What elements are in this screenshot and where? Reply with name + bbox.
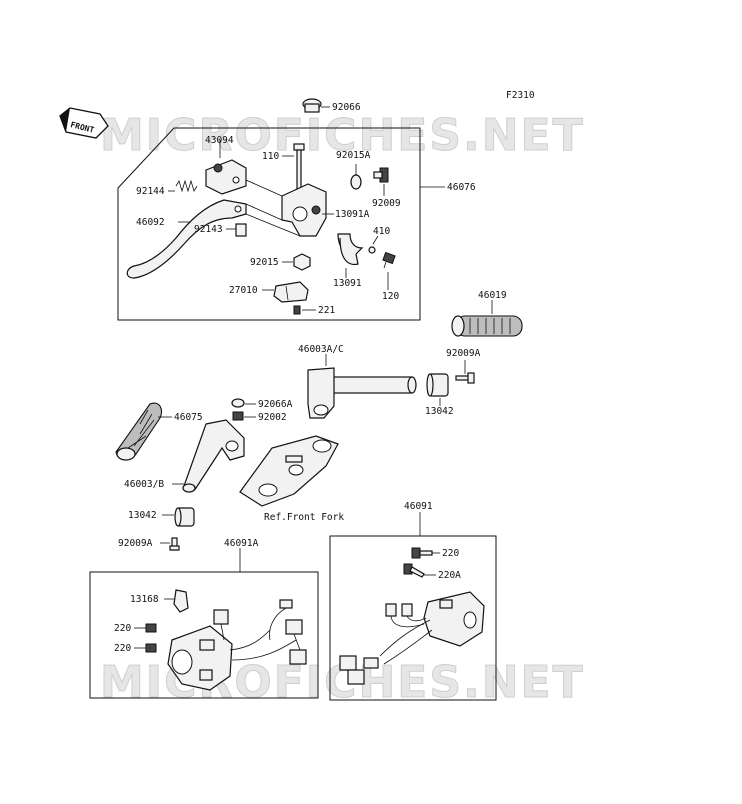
- label-27010: 27010: [229, 285, 258, 296]
- clutch-lever-46092: [126, 199, 247, 279]
- bolt-92002: [232, 411, 244, 421]
- label-92144: 92144: [136, 186, 165, 197]
- label-120: 120: [382, 291, 399, 302]
- front-arrow-icon: FRONT: [59, 107, 109, 139]
- label-92066: 92066: [332, 102, 361, 113]
- label-92002: 92002: [258, 412, 287, 423]
- label-92066A: 92066A: [258, 399, 293, 410]
- clamp-13091: [337, 233, 364, 266]
- screw-92009: [373, 167, 389, 183]
- switch-27010: [273, 281, 309, 303]
- label-220-left-1: 220: [114, 623, 131, 634]
- steering-stem-front-fork: [239, 435, 339, 507]
- label-46003AC: 46003A/C: [298, 344, 344, 355]
- clutch-lever-assembly-box: [117, 127, 421, 321]
- label-13042-left: 13042: [128, 510, 157, 521]
- label-46091A: 46091A: [224, 538, 259, 549]
- label-410: 410: [373, 226, 390, 237]
- screw-221: [293, 305, 301, 315]
- label-110: 110: [262, 151, 279, 162]
- label-220A: 220A: [438, 570, 461, 581]
- screw-220-left-1: [145, 623, 157, 633]
- right-grip-46019: [451, 315, 523, 337]
- label-46003B: 46003/B: [124, 479, 164, 490]
- label-46092: 46092: [136, 217, 165, 228]
- washer-410: [368, 246, 376, 254]
- spring-92144: [175, 179, 198, 193]
- screw-220-left-2: [145, 643, 157, 653]
- lever-holder-13091A: [281, 183, 327, 237]
- label-92009A-left: 92009A: [118, 538, 153, 549]
- figure-code: F2310: [506, 90, 535, 101]
- bolt-92009A-right: [455, 372, 475, 384]
- label-13168: 13168: [130, 594, 159, 605]
- label-43094: 43094: [205, 135, 234, 146]
- label-220-left-2: 220: [114, 643, 131, 654]
- collar-92143: [235, 223, 247, 237]
- lever-bracket-43094: [205, 159, 247, 195]
- washer-92015A: [350, 174, 362, 190]
- bolt-92009A-left: [169, 537, 180, 551]
- screw-120: [382, 251, 396, 269]
- screw-220-right: [411, 547, 433, 559]
- label-46091: 46091: [404, 501, 433, 512]
- label-13091A: 13091A: [335, 209, 370, 220]
- left-switch-housing: [167, 599, 307, 691]
- label-13042-right: 13042: [425, 406, 454, 417]
- nut-92015: [293, 253, 311, 271]
- left-grip-46075: [115, 402, 163, 461]
- label-92009A-right: 92009A: [446, 348, 481, 359]
- left-handlebar-46003B: [182, 419, 245, 493]
- label-46019: 46019: [478, 290, 507, 301]
- right-switch-box: [329, 535, 497, 701]
- label-220-right: 220: [442, 548, 459, 559]
- bar-end-weight-13042-left: [174, 507, 195, 527]
- watermark-top: MICROFICHES.NET: [100, 110, 585, 161]
- label-92009-top: 92009: [372, 198, 401, 209]
- label-92015: 92015: [250, 257, 279, 268]
- left-switch-box: [89, 571, 319, 699]
- label-92143: 92143: [194, 224, 223, 235]
- screw-220A: [403, 563, 425, 578]
- label-221: 221: [318, 305, 335, 316]
- label-13091: 13091: [333, 278, 362, 289]
- right-handlebar-46003AC: [307, 367, 417, 419]
- clamp-13168: [173, 589, 189, 613]
- bar-end-weight-13042-right: [426, 373, 449, 397]
- washer-92066A: [231, 398, 245, 408]
- label-92015A: 92015A: [336, 150, 371, 161]
- cap-92066: [302, 98, 322, 113]
- right-switch-housing: [339, 591, 485, 685]
- label-46076: 46076: [447, 182, 476, 193]
- label-46075: 46075: [174, 412, 203, 423]
- ref-front-fork-label: Ref.Front Fork: [264, 512, 344, 523]
